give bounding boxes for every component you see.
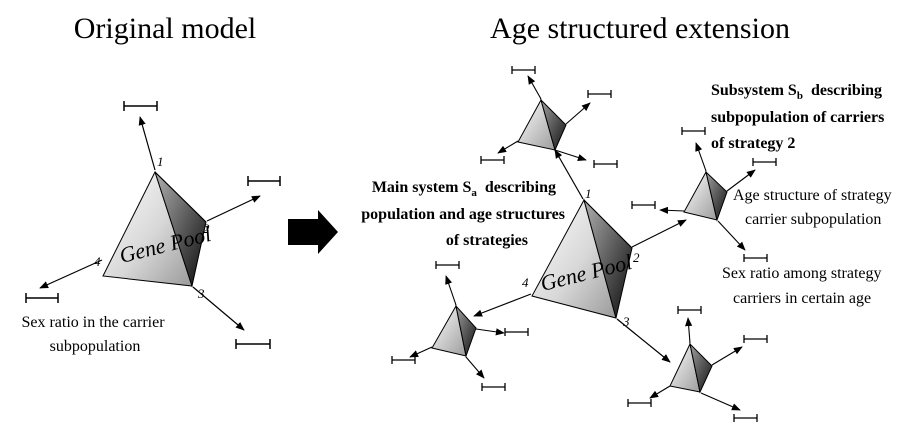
sub-pyramid-bottom-arrows xyxy=(649,317,743,411)
sub-pyramid-right xyxy=(683,170,728,222)
sub-pyramid-bottom xyxy=(669,342,713,394)
interval-bar xyxy=(593,160,618,168)
sex-ratio-carrier-label: Sex ratio in the carrier subpopulation xyxy=(21,314,168,355)
interval-bar xyxy=(123,101,158,111)
interval-bar xyxy=(235,339,271,349)
sub-pyramid-top-arrows xyxy=(497,75,591,161)
age-structure-label: Age structure of strategy carrier subpop… xyxy=(733,187,896,228)
left-pyramid: Gene Pool xyxy=(102,170,213,288)
interval-bar xyxy=(631,201,656,209)
left-arrow-right xyxy=(206,195,261,222)
interval-bar xyxy=(511,66,536,74)
right-vertex-3: 3 xyxy=(622,314,630,329)
transition-arrow xyxy=(288,210,338,254)
original-model-title: Original model xyxy=(74,12,256,45)
interval-bar xyxy=(743,254,768,262)
interval-bar xyxy=(480,156,505,164)
left-arrow-up xyxy=(138,116,156,171)
interval-bar xyxy=(752,158,777,166)
interval-bar xyxy=(681,127,706,135)
sub-pyramid-left-arrows xyxy=(409,275,505,379)
left-vertex-1: 1 xyxy=(157,154,164,169)
right-main-pyramid: Gene Pool xyxy=(531,198,634,319)
main-system-label: Main system Sa describing population and… xyxy=(361,179,569,249)
right-vertex-1: 1 xyxy=(585,186,592,201)
main-to-right-arrow xyxy=(631,219,687,248)
interval-bar xyxy=(677,306,702,314)
interval-bar xyxy=(25,293,59,303)
left-arrow-left xyxy=(39,259,103,289)
interval-bar xyxy=(504,328,529,336)
interval-bar xyxy=(743,335,768,343)
main-to-top-arrow xyxy=(554,149,584,200)
main-to-left-arrow xyxy=(473,293,532,317)
sex-ratio-age-label: Sex ratio among strategy carriers in cer… xyxy=(722,265,886,307)
age-structured-title: Age structured extension xyxy=(490,12,790,45)
sub-pyramid-top xyxy=(517,98,567,152)
left-arrow-down xyxy=(192,286,245,331)
right-vertex-4: 4 xyxy=(522,275,529,290)
interval-bar xyxy=(435,261,460,269)
sub-pyramid-left xyxy=(431,304,477,358)
interval-bar xyxy=(247,176,281,186)
subsystem-label: Subsystem Sb describing subpopulation of… xyxy=(711,82,888,152)
interval-bar xyxy=(391,356,416,364)
interval-bar xyxy=(733,414,758,422)
right-vertex-2: 2 xyxy=(633,250,640,265)
sub-pyramid-right-arrows xyxy=(659,142,756,251)
interval-bar xyxy=(587,90,612,98)
main-to-bottom-arrow xyxy=(616,318,671,363)
left-vertex-2: 2 xyxy=(203,221,210,236)
interval-bar xyxy=(627,399,652,407)
interval-bar xyxy=(481,383,506,391)
